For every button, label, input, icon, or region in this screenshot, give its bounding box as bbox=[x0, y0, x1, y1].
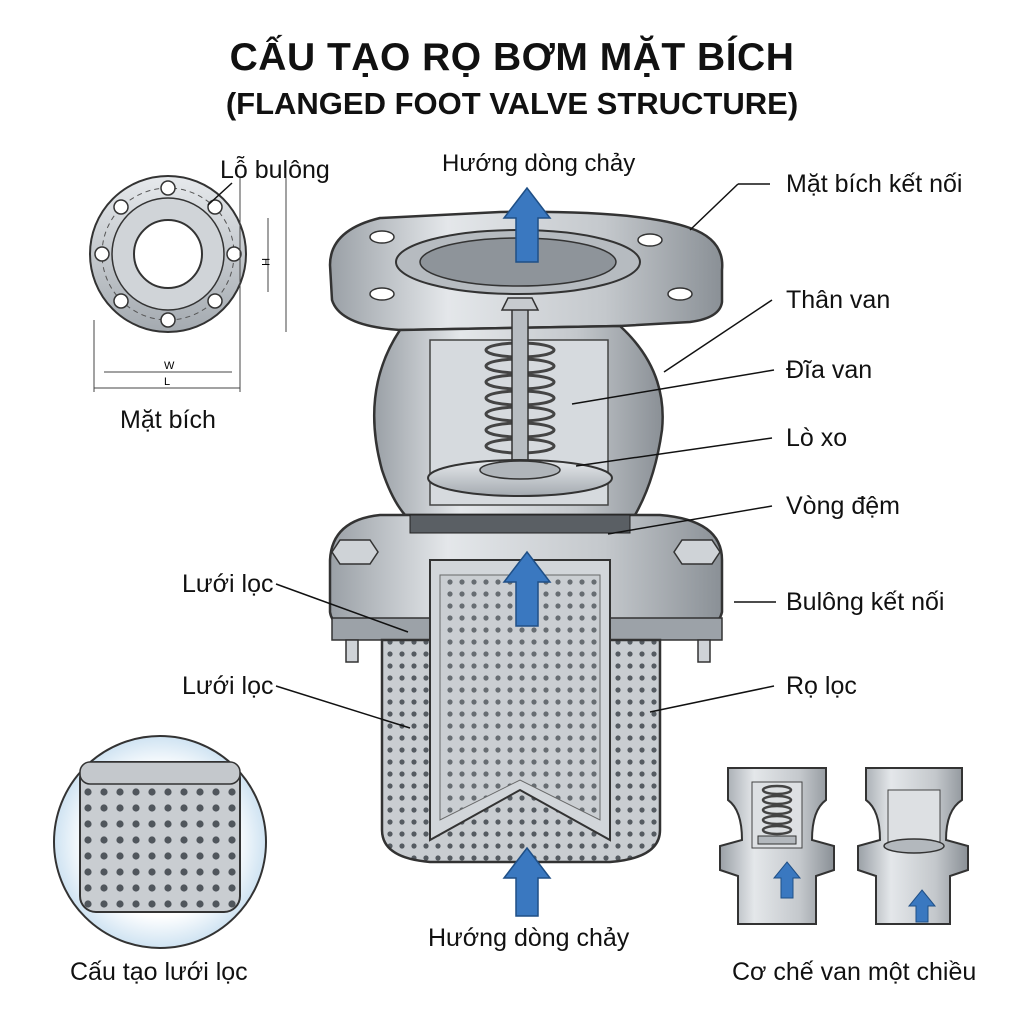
label-screen-2: Lưới lọc bbox=[182, 672, 274, 700]
page-subtitle: (FLANGED FOOT VALVE STRUCTURE) bbox=[225, 86, 799, 121]
label-gasket: Vòng đệm bbox=[786, 492, 900, 520]
screen-detail-bubble bbox=[53, 735, 267, 949]
bolt-holes bbox=[94, 180, 242, 328]
label-flow-bottom: Hướng dòng chảy bbox=[428, 924, 630, 952]
dim-w: W bbox=[164, 360, 175, 372]
label-valve-body: Thân van bbox=[786, 286, 891, 314]
page-title: CẤU TẠO RỌ BƠM MẶT BÍCH bbox=[229, 36, 795, 79]
flow-arrows bbox=[502, 186, 552, 917]
check-valve-closed bbox=[857, 767, 969, 925]
label-spring: Lò xo bbox=[786, 424, 848, 452]
dim-l: L bbox=[164, 376, 170, 388]
label-check-mechanism: Cơ chế van một chiều bbox=[732, 958, 977, 986]
label-flow-top: Hướng dòng chảy bbox=[442, 150, 636, 177]
label-valve-disc: Đĩa van bbox=[786, 356, 873, 384]
connecting-bolts bbox=[331, 539, 721, 663]
label-screen-detail: Cấu tạo lưới lọc bbox=[70, 958, 248, 986]
main-valve bbox=[328, 210, 724, 864]
dim-h: H bbox=[259, 258, 271, 266]
check-valve-open bbox=[719, 767, 835, 925]
label-strainer: Rọ lọc bbox=[786, 672, 857, 700]
flange-top-view: W L H bbox=[89, 175, 287, 392]
gasket bbox=[409, 514, 631, 534]
label-bolt-hole: Lỗ bulông bbox=[220, 156, 330, 184]
callout-lines bbox=[275, 183, 776, 729]
label-screen-1: Lưới lọc bbox=[182, 570, 274, 598]
label-connect-bolt: Bulông kết nối bbox=[786, 588, 945, 616]
label-flange: Mặt bích bbox=[120, 406, 216, 434]
label-connect-flange: Mặt bích kết nối bbox=[786, 170, 963, 198]
